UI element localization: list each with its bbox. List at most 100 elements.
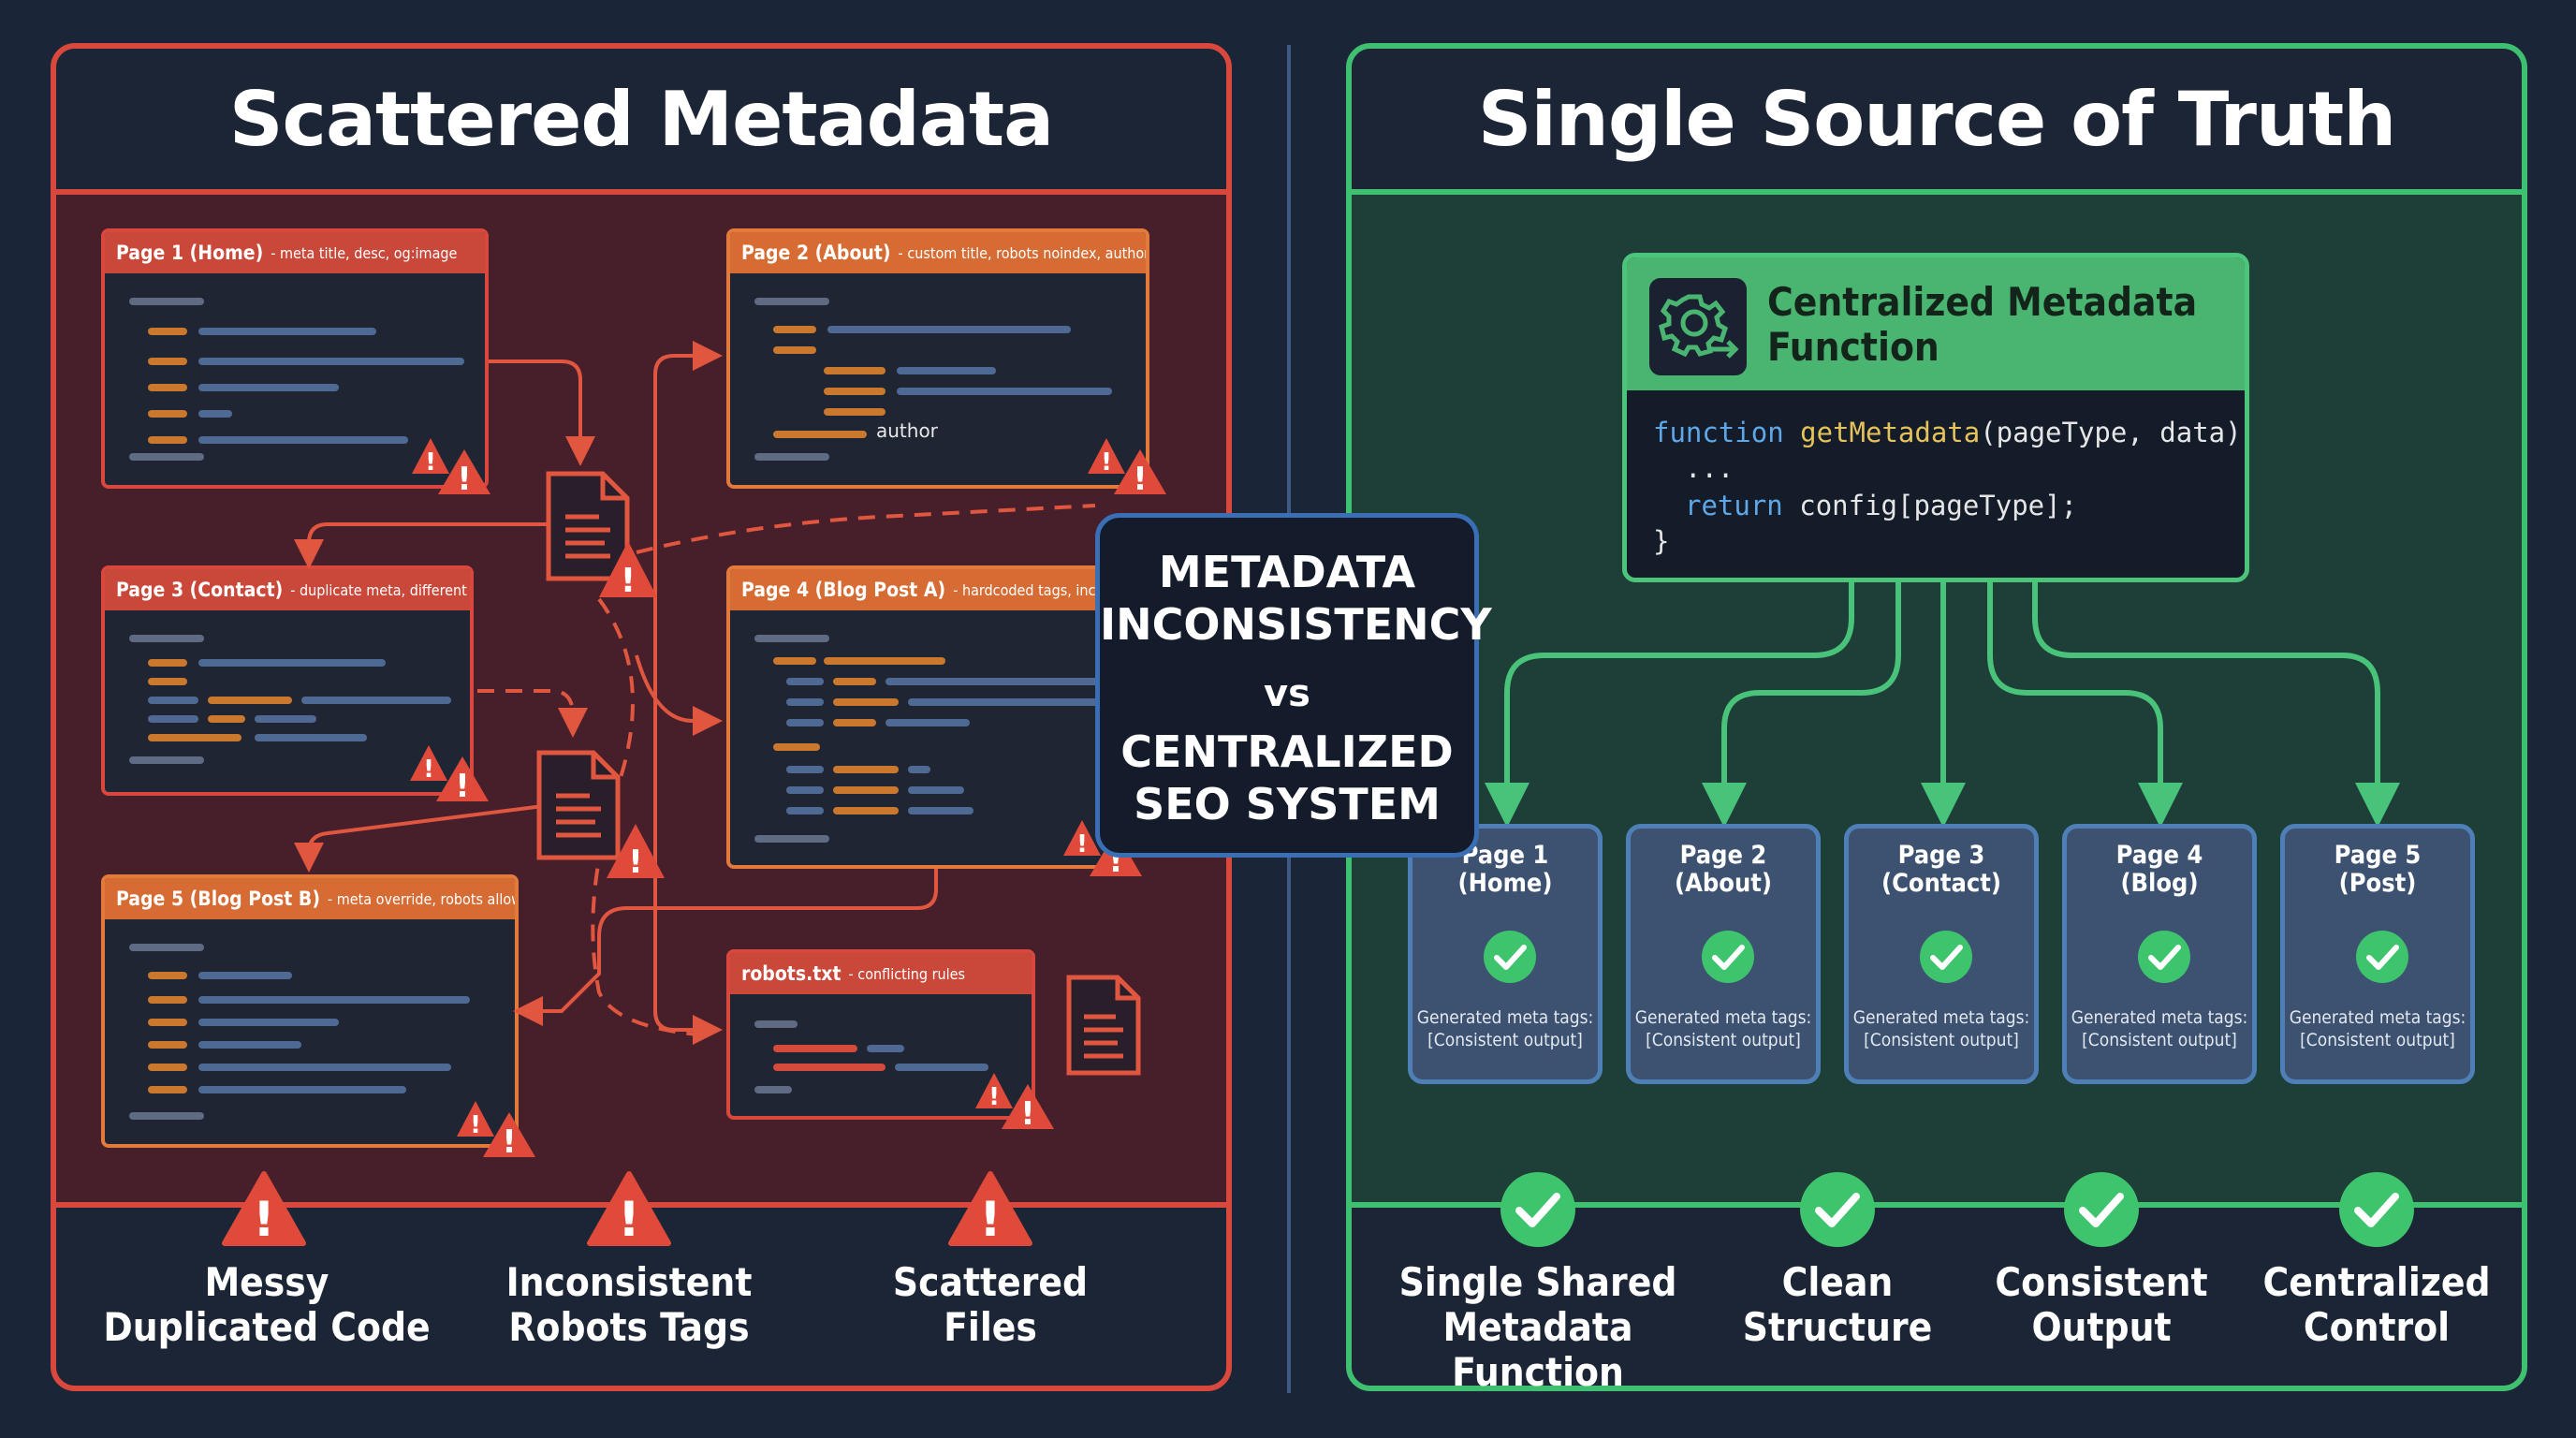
code-return-expr: config[pageType]; [1799,490,2078,521]
gear-arrow-icon [1649,278,1747,375]
function-title-line: Function [1767,324,1939,370]
page-card-desc-line: Generated meta tags: [2071,1007,2248,1028]
page-card-desc-line: Generated meta tags: [1634,1007,1812,1028]
code-keyword: return [1685,490,1783,521]
function-box-title: Centralized Metadata Function [1767,280,2217,370]
page-card-desc-line: [Consistent output] [1427,1030,1583,1050]
footer-line: Robots Tags [508,1304,750,1350]
check-circle-icon [1702,931,1754,983]
page-card-desc-line: Generated meta tags: [2289,1007,2466,1028]
page-5-blog-post-b-window: Page 5 (Blog Post B)- meta override, rob… [101,874,519,1148]
page-card-title: Page 1(Home) [1412,842,1598,898]
window-subtitle: - conflicting rules [848,964,965,983]
page-card-title-line: (About) [1675,869,1772,898]
page-card-desc-line: [Consistent output] [2082,1030,2237,1050]
page-card-desc-line: [Consistent output] [2300,1030,2455,1050]
warning-icon: ! [587,1171,671,1247]
center-line: METADATA [1158,547,1416,597]
right-panel-header: Single Source of Truth [1352,49,2522,195]
center-line: SEO SYSTEM [1134,779,1441,829]
svg-text:!: ! [1076,830,1088,858]
window-title: Page 3 (Contact) [116,579,284,601]
page-2-about-window: Page 2 (About)- custom title, robots noi… [726,228,1149,489]
warning-icon: ! [599,541,657,600]
page-card-description: Generated meta tags:[Consistent output] [1849,1006,2034,1051]
file-document-icon [1066,975,1141,1076]
file-document-icon [546,471,630,581]
page-card-description: Generated meta tags:[Consistent output] [2285,1006,2470,1051]
warning-icon: ! [607,824,665,881]
window-header: robots.txt - conflicting rules [730,953,1032,994]
svg-text:!: ! [502,1123,517,1161]
left-panel-header: Scattered Metadata [56,49,1226,195]
check-circle-icon [1920,931,1972,983]
window-title: Page 4 (Blog Post A) [741,579,946,601]
page-card-title-line: Page 2 [1679,841,1767,870]
page-4-blog-post-a-window: Page 4 (Blog Post A)- hardcoded tags, in… [726,565,1120,869]
svg-text:!: ! [1133,461,1148,498]
check-circle-icon [1500,1172,1575,1247]
right-panel-title: Single Source of Truth [1477,75,2396,163]
warning-icon: ! [948,1171,1032,1247]
footer-line: Scattered [892,1259,1089,1305]
footer-line: Centralized [2262,1259,2491,1305]
file-document-icon [536,750,621,860]
svg-text:!: ! [425,448,436,477]
page-card-title-line: (Post) [2338,869,2417,898]
svg-text:!: ! [253,1192,275,1247]
footer-line: Clean [1781,1259,1894,1305]
function-title-line: Centralized Metadata [1767,279,2198,325]
window-title: Page 5 (Blog Post B) [116,888,320,910]
window-subtitle: - duplicate meta, different og [290,580,470,599]
page-card-description: Generated meta tags:[Consistent output] [1412,1006,1598,1051]
page-card-description: Generated meta tags:[Consistent output] [1631,1006,1816,1051]
page-3-contact-window: Page 3 (Contact) - duplicate meta, differ… [101,565,474,796]
window-header: Page 3 (Contact) - duplicate meta, differ… [105,569,470,610]
window-title: robots.txt [741,962,842,985]
centralized-metadata-function-box: Centralized Metadata Function function g… [1622,253,2249,582]
code-function-name: getMetadata [1800,417,1981,448]
footer-inconsistent-robots-tags: Inconsistent Robots Tags [459,1260,799,1350]
footer-line: Metadata Function [1442,1304,1633,1395]
footer-line: Duplicated Code [103,1304,431,1350]
author-inline-text: author [876,419,938,442]
page-card-about: Page 2(About) Generated meta tags:[Consi… [1626,824,1821,1084]
code-keyword: function [1653,417,1784,448]
svg-text:!: ! [470,1111,481,1139]
svg-text:!: ! [979,1192,1002,1247]
page-card-title-line: (Contact) [1881,869,2002,898]
page-card-desc-line: [Consistent output] [1646,1030,1801,1050]
svg-text:!: ! [457,461,472,498]
page-card-home: Page 1(Home) Generated meta tags:[Consis… [1408,824,1603,1084]
page-card-desc-line: Generated meta tags: [1416,1007,1594,1028]
center-label-bottom: CENTRALIZED SEO SYSTEM [1100,726,1474,830]
footer-line: Inconsistent [505,1259,753,1305]
check-circle-icon [1800,1172,1875,1247]
footer-line: Single Shared [1398,1259,1677,1305]
code-line-4: } [1653,525,1670,557]
svg-text:!: ! [618,1192,640,1247]
page-card-title-line: Page 1 [1461,841,1549,870]
center-line: INCONSISTENCY [1100,599,1492,650]
window-header: Page 2 (About)- custom title, robots noi… [730,232,1146,273]
warning-icon: ! ! [975,1073,1054,1133]
svg-text:!: ! [1101,448,1112,477]
footer-line: Structure [1742,1304,1933,1350]
page-card-blog: Page 4(Blog) Generated meta tags:[Consis… [2062,824,2257,1084]
page-card-title: Page 4(Blog) [2067,842,2252,898]
svg-text:!: ! [1020,1095,1035,1133]
window-subtitle: - meta title, desc, og:image [271,243,458,262]
page-card-title: Page 5(Post) [2285,842,2470,898]
warning-icon: ! ! [410,745,489,805]
svg-text:!: ! [423,756,434,784]
window-title: Page 2 (About) [741,242,891,264]
footer-line: Messy [204,1259,329,1305]
footer-scattered-files: Scattered Files [842,1260,1138,1350]
window-header: Page 4 (Blog Post A)- hardcoded tags, in… [730,569,1116,610]
check-circle-icon [2339,1172,2414,1247]
window-header: Page 1 (Home)- meta title, desc, og:imag… [105,232,485,273]
page-card-title-line: Page 3 [1897,841,1985,870]
check-circle-icon [2138,931,2190,983]
